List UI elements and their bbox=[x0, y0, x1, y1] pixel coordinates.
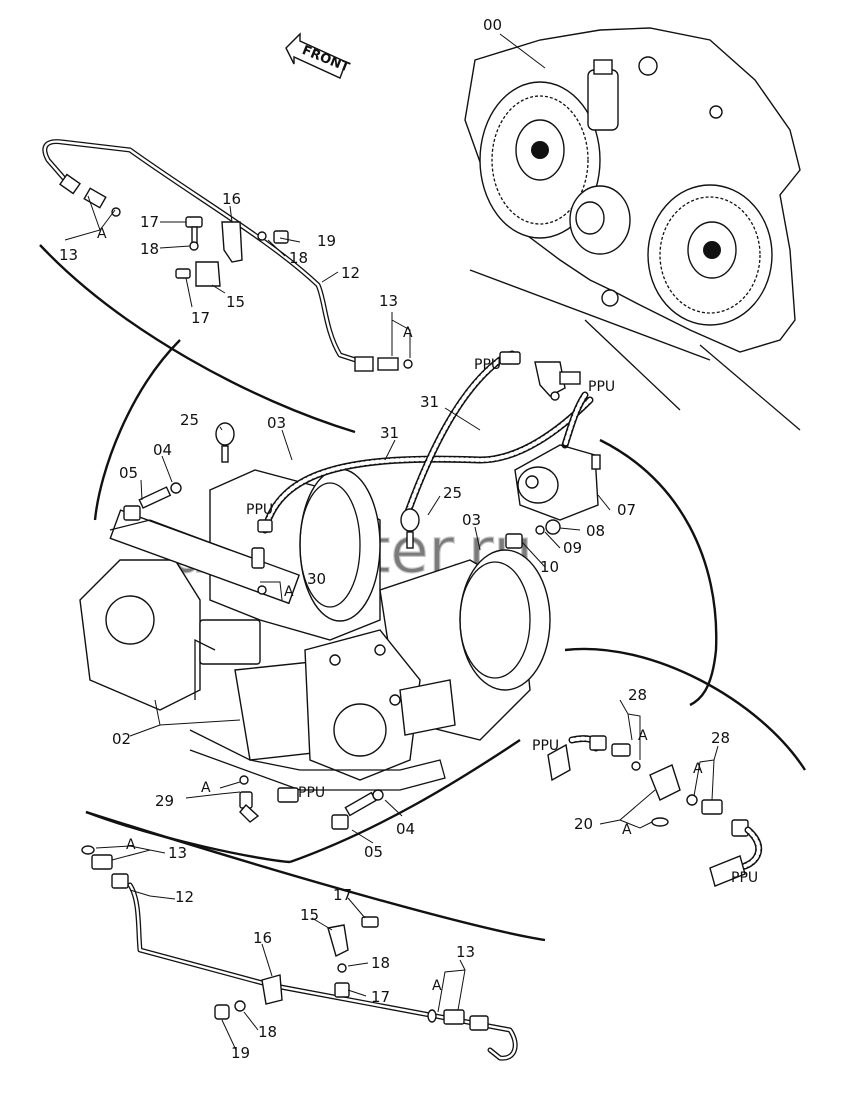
callout-15-lower: 15 bbox=[300, 906, 319, 924]
leader-lines bbox=[64, 33, 719, 1051]
ppu-label-3: PPU bbox=[246, 502, 273, 518]
callout-13-lower-left: 13 bbox=[168, 844, 187, 862]
callout-17-lower-b: 17 bbox=[371, 988, 390, 1006]
callout-15-upper: 15 bbox=[226, 293, 245, 311]
ppu-labels: PPU PPU PPU PPU PPU PPU bbox=[246, 357, 758, 886]
callout-30: 30 bbox=[307, 570, 326, 588]
callout-31-lower: 31 bbox=[380, 424, 399, 442]
label-a-4: A bbox=[201, 780, 211, 796]
hydraulic-pump-assembly bbox=[79, 468, 551, 791]
callout-13-lower-right: 13 bbox=[456, 943, 475, 961]
callout-31-upper: 31 bbox=[420, 393, 439, 411]
callout-13-upper-right: 13 bbox=[379, 292, 398, 310]
callout-05-upper: 05 bbox=[119, 464, 138, 482]
callout-07: 07 bbox=[617, 501, 636, 519]
callout-25-lower: 25 bbox=[443, 484, 462, 502]
callout-17-lower-a: 17 bbox=[333, 886, 352, 904]
label-a-8: A bbox=[126, 837, 136, 853]
callout-02: 02 bbox=[112, 730, 131, 748]
bolt-lower bbox=[331, 789, 384, 830]
callout-10: 10 bbox=[540, 558, 559, 576]
label-a-9: A bbox=[432, 978, 442, 994]
callout-13-upper-left: 13 bbox=[59, 246, 78, 264]
callout-18-lower-b: 18 bbox=[258, 1023, 277, 1041]
pipe-assembly-lower bbox=[81, 845, 518, 1061]
front-direction-arrow: FRONT bbox=[285, 32, 352, 79]
callout-00: 00 bbox=[483, 16, 502, 34]
callout-19-lower: 19 bbox=[231, 1044, 250, 1062]
callout-29: 29 bbox=[155, 792, 174, 810]
ppu-label-4: PPU bbox=[298, 785, 325, 801]
eye-bolt-lower bbox=[400, 508, 420, 549]
callout-17-upper-a: 17 bbox=[140, 213, 159, 231]
detail-boundary-lines bbox=[39, 244, 807, 942]
ppu-label-2: PPU bbox=[588, 379, 615, 395]
label-a-5: A bbox=[638, 728, 648, 744]
fitting-30 bbox=[251, 519, 273, 595]
eye-bolt-upper bbox=[215, 422, 235, 463]
callout-20: 20 bbox=[574, 815, 593, 833]
callout-12-lower: 12 bbox=[175, 888, 194, 906]
callout-18-upper-a: 18 bbox=[140, 240, 159, 258]
label-a-2: A bbox=[403, 325, 413, 341]
callout-25-upper: 25 bbox=[180, 411, 199, 429]
callout-16-upper: 16 bbox=[222, 190, 241, 208]
callout-18-upper-b: 18 bbox=[289, 249, 308, 267]
label-a-6: A bbox=[693, 761, 703, 777]
callout-16-lower: 16 bbox=[253, 929, 272, 947]
callout-19-upper: 19 bbox=[317, 232, 336, 250]
part-callouts: 00 02 03 03 04 04 05 05 07 08 09 10 12 1… bbox=[59, 16, 730, 1062]
callout-17-upper-b: 17 bbox=[191, 309, 210, 327]
callout-05-lower: 05 bbox=[364, 843, 383, 861]
callout-09: 09 bbox=[563, 539, 582, 557]
callout-04-upper: 04 bbox=[153, 441, 172, 459]
callout-28-right: 28 bbox=[711, 729, 730, 747]
callout-04-lower: 04 bbox=[396, 820, 415, 838]
bolt-upper bbox=[123, 482, 182, 521]
transfer-case-assembly bbox=[464, 27, 801, 353]
pipe-assembly-upper-left bbox=[42, 139, 413, 372]
label-a-1: A bbox=[97, 226, 107, 242]
callout-28-left: 28 bbox=[628, 686, 647, 704]
hose-lines bbox=[261, 350, 594, 534]
ppu-label-6: PPU bbox=[731, 870, 758, 886]
callout-03-lower: 03 bbox=[462, 511, 481, 529]
gear-pump-assembly bbox=[499, 351, 601, 549]
fitting-29 bbox=[239, 775, 299, 823]
label-a-7: A bbox=[622, 822, 632, 838]
detail-a-labels: A A A A A A A A A bbox=[97, 226, 703, 994]
label-a-3: A bbox=[284, 584, 294, 600]
fitting-assembly-right bbox=[547, 735, 762, 887]
ppu-label-1: PPU bbox=[474, 357, 501, 373]
callout-12-upper: 12 bbox=[341, 264, 360, 282]
callout-08: 08 bbox=[586, 522, 605, 540]
ppu-label-5: PPU bbox=[532, 738, 559, 754]
callout-03-upper: 03 bbox=[267, 414, 286, 432]
callout-18-lower-a: 18 bbox=[371, 954, 390, 972]
